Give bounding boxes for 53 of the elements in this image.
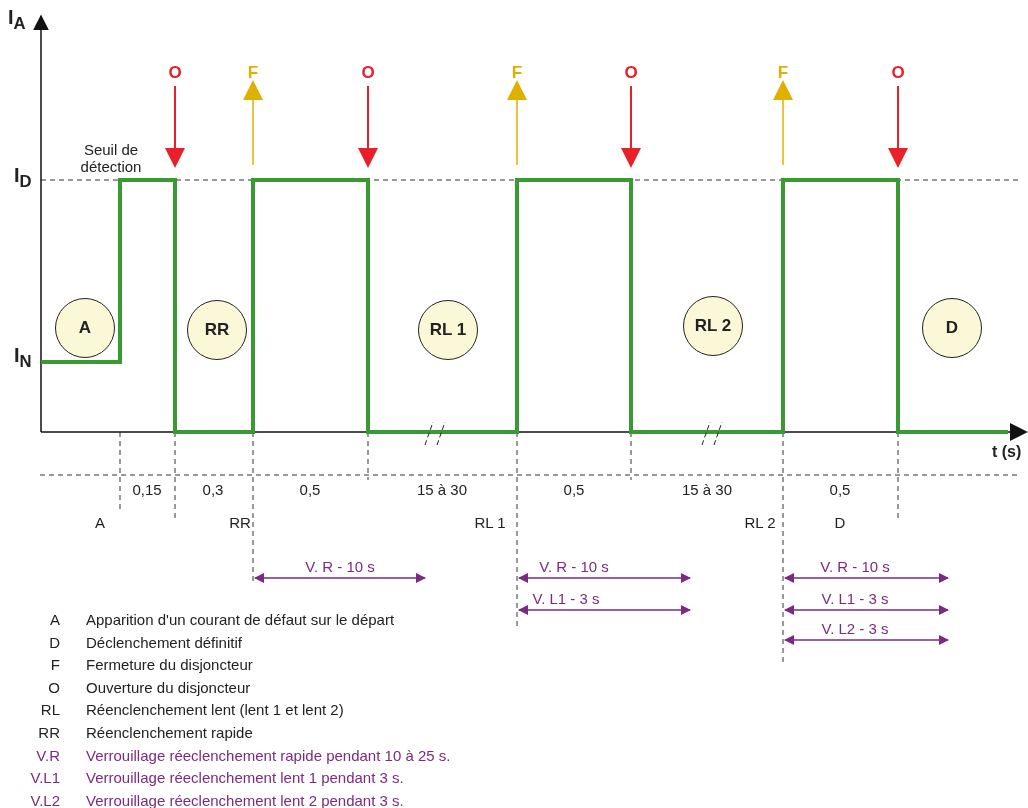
key-abbreviation: V.L1 [30,769,60,787]
key-description: Verrouillage réeclenchement rapide pendant 10 à 25 s. [86,747,451,764]
key-description: Ouverture du disjoncteur [86,679,251,697]
key-abbreviation: F [50,656,60,674]
key-description: Verrouillage réeclenchement lent 1 pendant 3 s. [86,769,404,787]
key-abbreviation: O [48,679,60,697]
event-label: F [511,63,523,83]
duration-label: 0,15 [132,481,162,499]
event-label: O [891,63,905,83]
phase-circle: A [55,298,115,358]
duration-label: 15 à 30 [682,481,732,499]
dimension-label: V. L1 - 3 s [532,590,600,608]
phase-circle: RL 1 [418,300,478,360]
phase-circle: D [922,298,982,358]
key-abbreviation: V.R [36,747,60,764]
key-abbreviation: D [49,634,60,651]
key-description: Verrouillage réeclenchement lent 2 pendant 3 s. [86,792,404,808]
key-description: Fermeture du disjoncteur [86,656,253,674]
key-abbreviation: RR [38,724,60,742]
key-description: Apparition d'un courant de défaut sur le départ [86,611,395,629]
phase-circle: RL 2 [683,296,743,356]
threshold-label: Seuil de détection [79,141,143,175]
event-label: O [168,63,182,83]
event-label: O [361,63,375,83]
axis-label: t (s) [992,443,1022,461]
phase-label: A [95,514,105,532]
key-description: Déclenchement définitif [86,634,242,651]
phase-label: RL 2 [744,514,776,532]
dimension-label: V. R - 10 s [305,558,375,576]
phase-circle: RR [187,300,247,360]
dimension-label: V. R - 10 s [820,558,890,576]
key-abbreviation: V.L2 [30,792,60,808]
phase-label: D [834,514,846,532]
key-abbreviation: A [50,611,60,629]
axis-label: I$_{N}$ [14,344,32,372]
duration-label: 0,5 [299,481,321,499]
dimension-label: V. L2 - 3 s [821,620,889,638]
key-abbreviation: RL [40,702,60,719]
dimension-label: V. R - 10 s [539,558,609,576]
key-description: Réenclenchement rapide [86,724,253,742]
phase-label: RR [229,514,251,532]
axis-label: I$_{D}$ [14,164,32,192]
event-label: F [247,63,259,83]
duration-label: 0,5 [563,481,585,499]
duration-label: 0,3 [202,481,224,499]
axis-label: I$_{A}$ [8,6,26,34]
event-label: O [624,63,638,83]
key-description: Réenclenchement lent (lent 1 et lent 2) [86,702,344,719]
duration-label: 15 à 30 [417,481,467,499]
duration-label: 0,5 [829,481,851,499]
event-label: F [777,63,789,83]
phase-label: RL 1 [474,514,506,532]
dimension-label: V. L1 - 3 s [821,590,889,608]
